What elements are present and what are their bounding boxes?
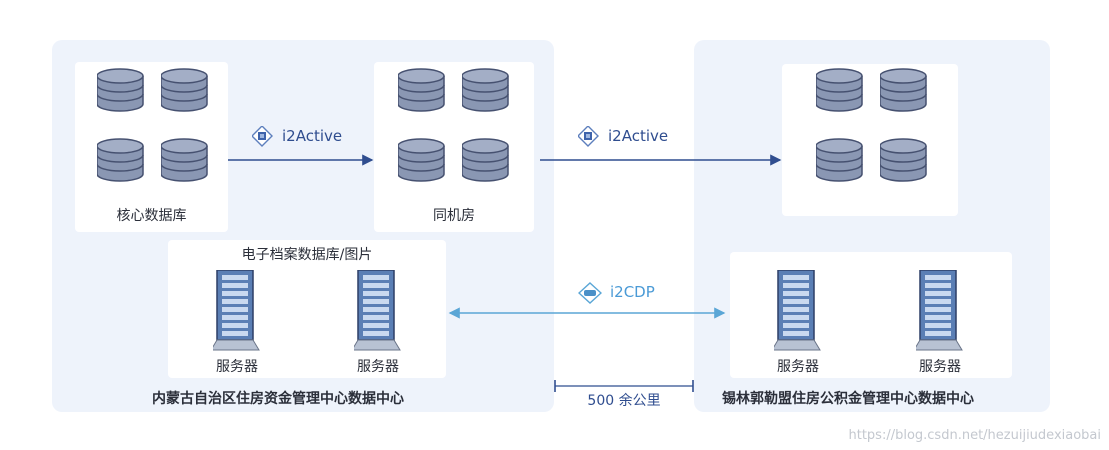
i2active-label: i2Active bbox=[608, 127, 669, 145]
archive-db-label: 电子档案数据库/图片 bbox=[241, 247, 373, 263]
i2active-icon bbox=[252, 126, 273, 147]
i2active-icon bbox=[578, 126, 599, 147]
right-region-label: 锡林郭勒盟住房公积金管理中心数据中心 bbox=[722, 391, 974, 407]
server-label: 服务器 bbox=[777, 359, 819, 375]
archive-server-card: 电子档案数据库/图片 服务器 服务器 bbox=[168, 240, 446, 378]
watermark: https://blog.csdn.net/hezuijiudexiaobai bbox=[848, 428, 1101, 443]
core-db-label: 核心数据库 bbox=[116, 208, 187, 224]
remote-db-card bbox=[782, 64, 958, 216]
left-region-label: 内蒙古自治区住房资金管理中心数据中心 bbox=[152, 391, 404, 407]
cdp-icon bbox=[578, 282, 602, 304]
remote-server-card: 服务器 服务器 bbox=[730, 252, 1012, 378]
same-room-label: 同机房 bbox=[433, 208, 475, 224]
same-room-card: 同机房 bbox=[374, 62, 534, 232]
server-label: 服务器 bbox=[216, 359, 258, 375]
server-label: 服务器 bbox=[919, 359, 961, 375]
i2active-label: i2Active bbox=[282, 127, 343, 145]
distance-label: 500 余公里 bbox=[587, 393, 661, 409]
core-db-card: 核心数据库 bbox=[75, 62, 228, 232]
i2cdp-label: i2CDP bbox=[610, 283, 655, 301]
server-label: 服务器 bbox=[357, 359, 399, 375]
